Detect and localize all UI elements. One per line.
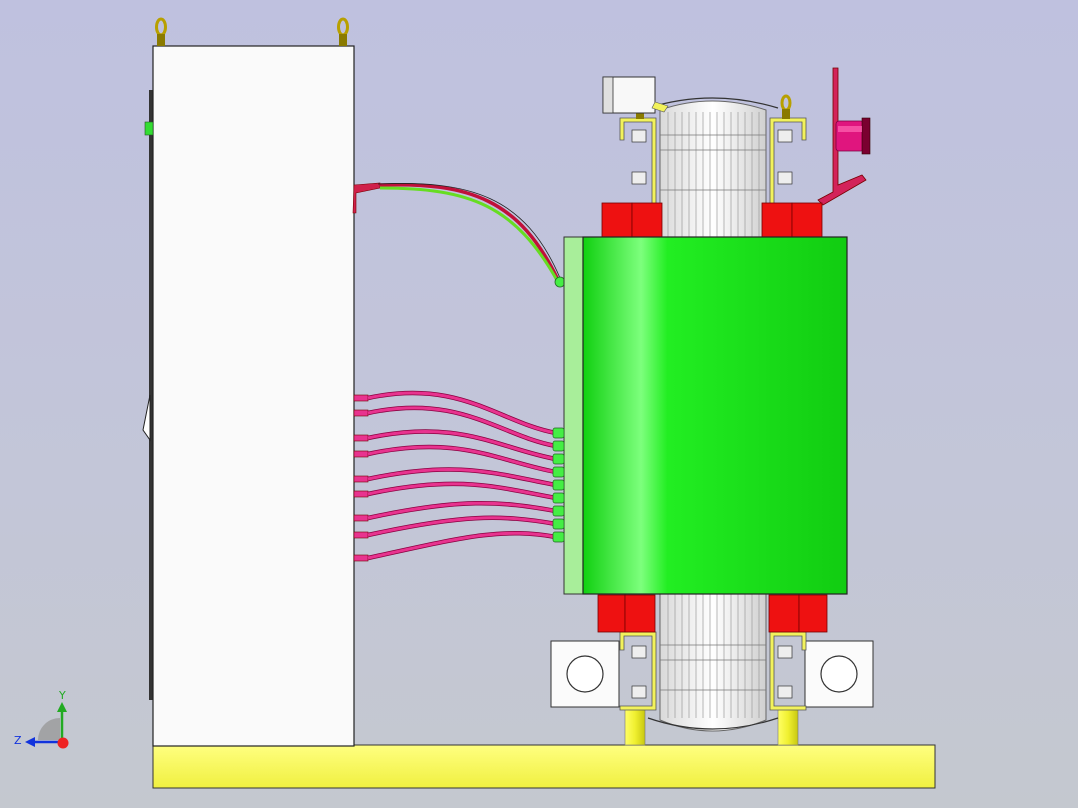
support-pillar-left — [624, 707, 646, 746]
coil-terminal[interactable] — [552, 492, 565, 504]
red-clamp-top-left — [601, 202, 663, 238]
mounting-plate-right — [804, 640, 874, 708]
clamp-bracket-bottom-right — [769, 631, 807, 711]
cabinet-indicator — [144, 121, 154, 136]
red-clamp-top-right — [761, 202, 823, 238]
cooling-fan-icon[interactable] — [602, 76, 669, 114]
secondary-cable[interactable] — [367, 531, 557, 561]
cable-glands — [353, 394, 369, 562]
clamp-bracket-top-right — [769, 117, 807, 206]
coil-terminal[interactable] — [552, 531, 565, 543]
cable-gland — [353, 434, 369, 442]
base-frame[interactable] — [152, 744, 936, 789]
coil-terminals — [552, 427, 565, 543]
lifting-eye-icon — [780, 94, 792, 119]
secondary-cable-bundle[interactable] — [367, 390, 557, 561]
coil-terminal[interactable] — [552, 440, 565, 452]
secondary-cable[interactable] — [367, 481, 557, 501]
orientation-triad[interactable]: Y Z — [14, 689, 69, 749]
cable-gland — [353, 554, 369, 562]
temperature-probe-icon[interactable] — [817, 67, 871, 206]
coil-terminal[interactable] — [552, 518, 565, 530]
door-handle-icon[interactable] — [142, 394, 151, 442]
coil-terminal-panel[interactable] — [563, 236, 584, 595]
support-pillar-right — [777, 707, 799, 746]
coil-terminal[interactable] — [552, 427, 565, 439]
top-cable-bundle[interactable] — [352, 182, 566, 288]
cable-gland — [353, 490, 369, 498]
cable-gland — [353, 531, 369, 539]
clamp-bracket-bottom-left — [619, 631, 657, 711]
transformer[interactable] — [550, 67, 874, 746]
core-top — [659, 100, 767, 241]
cable-gland — [353, 475, 369, 483]
lifting-eye-icon — [155, 17, 167, 46]
red-clamp-bottom-right — [768, 594, 828, 633]
coil-terminal[interactable] — [552, 453, 565, 465]
cabinet-body[interactable] — [152, 45, 355, 747]
cabinet[interactable] — [142, 17, 355, 747]
cable-gland — [353, 394, 369, 402]
lifting-eye-icon — [337, 17, 349, 46]
mounting-plate-left — [550, 640, 620, 708]
cabinet-door-edge — [149, 90, 154, 700]
coil-terminal[interactable] — [552, 479, 565, 491]
coil-terminal[interactable] — [552, 505, 565, 517]
x-axis-dot — [57, 737, 69, 749]
core-tie-wire-bottom — [647, 717, 779, 730]
y-axis-label: Y — [58, 689, 66, 702]
cable-gland — [353, 450, 369, 458]
cable-gland — [353, 514, 369, 522]
cable-gland — [353, 409, 369, 417]
z-axis-label: Z — [14, 734, 22, 747]
clamp-bracket-top-left — [619, 117, 657, 206]
red-clamp-bottom-left — [597, 594, 656, 633]
coil-terminal[interactable] — [552, 466, 565, 478]
coil-winding[interactable] — [582, 236, 848, 595]
core-bottom — [659, 589, 767, 732]
